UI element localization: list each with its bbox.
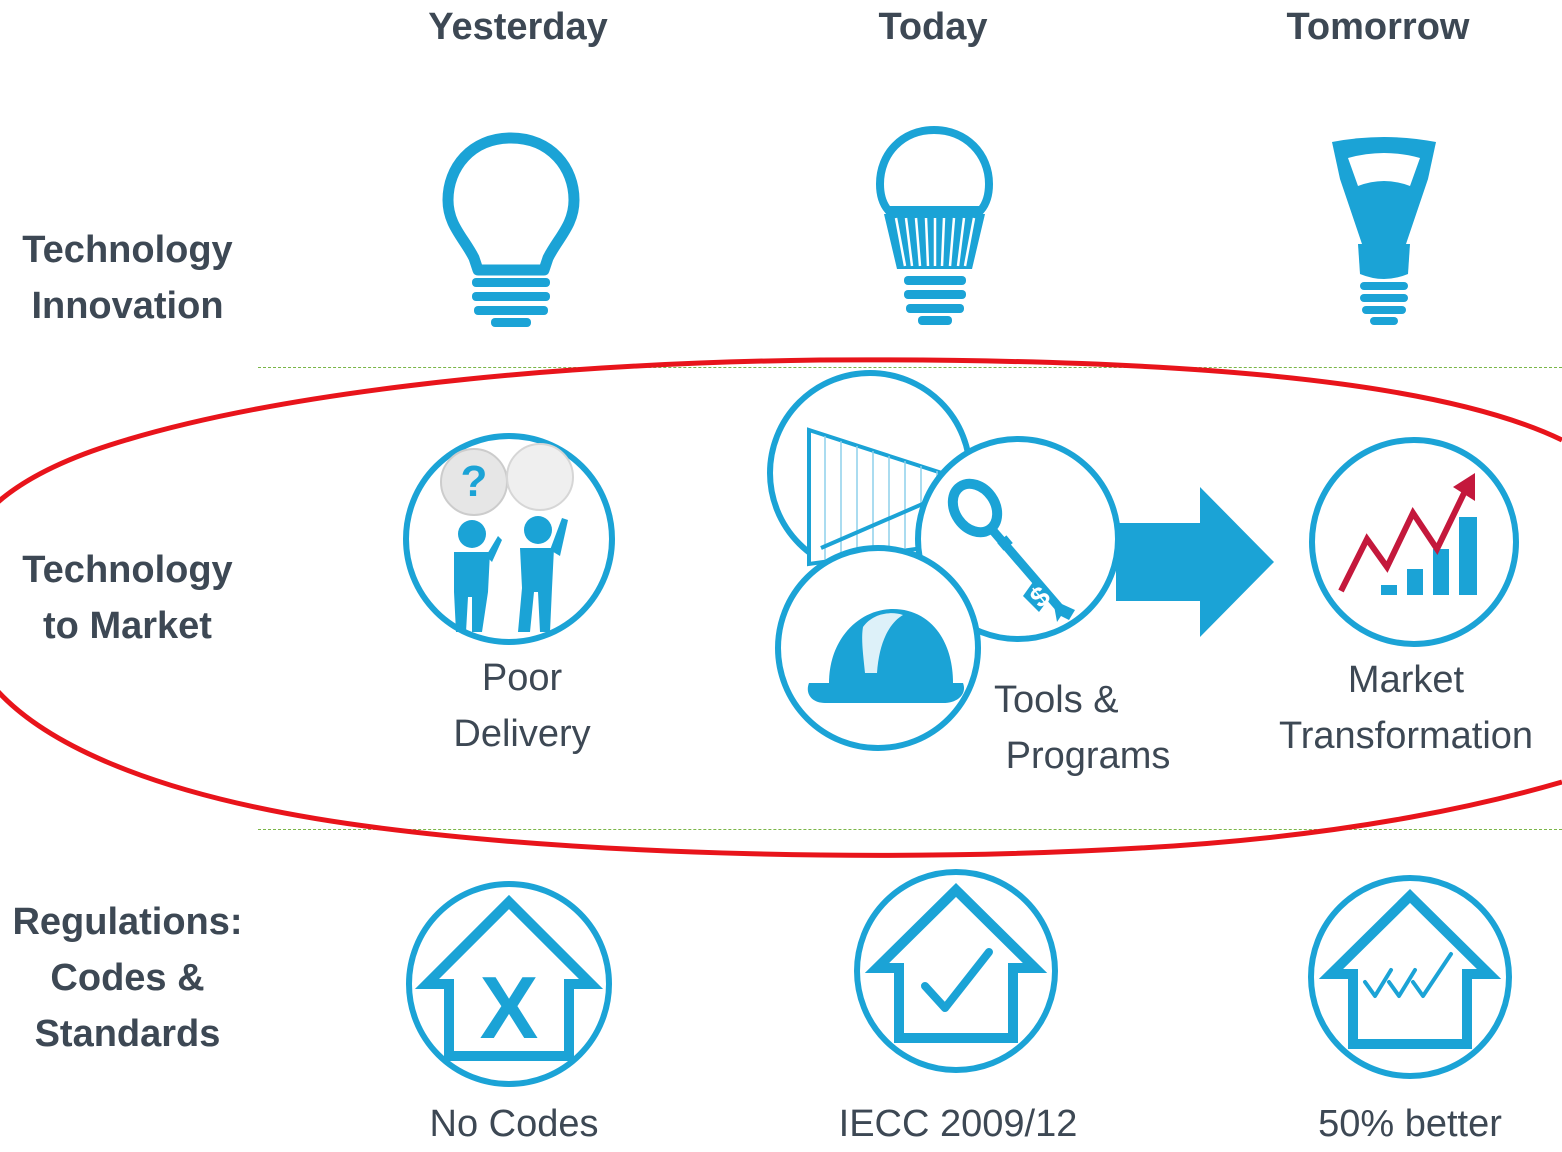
- row-divider: [258, 829, 1562, 830]
- caption-line: Programs: [1005, 735, 1171, 777]
- row-header-line: Technology: [22, 229, 233, 271]
- column-header-yesterday: Yesterday: [428, 6, 608, 48]
- rising-graph-icon: [1307, 435, 1521, 649]
- row-header-line: to Market: [43, 605, 212, 647]
- row-header-line: Innovation: [31, 285, 224, 327]
- caption-no-codes: No Codes: [429, 1103, 599, 1145]
- row-header-regulations: Regulations: Codes & Standards: [0, 894, 255, 1062]
- outline-lightbulb-icon: [436, 130, 586, 330]
- house-x-icon: X: [405, 880, 613, 1088]
- svg-text:X: X: [480, 958, 539, 1057]
- hard-hat-icon: [773, 543, 983, 753]
- row-header-line: Technology: [22, 549, 233, 591]
- right-arrow-icon: [1116, 487, 1276, 637]
- house-triple-check-icon: [1307, 874, 1513, 1080]
- caption-market-transformation: Market Transformation: [1250, 652, 1562, 764]
- caption-iecc: IECC 2009/12: [838, 1103, 1078, 1145]
- caption-line: Delivery: [453, 713, 591, 755]
- house-check-icon: [853, 868, 1059, 1074]
- row-header-line: Standards: [34, 1013, 221, 1055]
- svg-text:?: ?: [461, 457, 488, 506]
- row-header-line: Regulations:: [12, 901, 243, 943]
- row-header-technology-innovation: Technology Innovation: [0, 222, 255, 334]
- confused-people-icon: ?: [402, 432, 616, 646]
- caption-fifty-percent-better: 50% better: [1318, 1103, 1502, 1145]
- row-divider: [258, 367, 1562, 368]
- future-bulb-icon: [1324, 134, 1444, 329]
- row-header-line: Codes &: [50, 957, 205, 999]
- caption-line: Market: [1347, 659, 1465, 701]
- column-header-today: Today: [878, 6, 988, 48]
- caption-line: Poor: [481, 657, 563, 699]
- row-header-technology-to-market: Technology to Market: [0, 542, 255, 654]
- caption-line: Transformation: [1278, 715, 1534, 757]
- column-header-tomorrow: Tomorrow: [1286, 6, 1470, 48]
- led-bulb-icon: [872, 124, 997, 329]
- caption-poor-delivery: Poor Delivery: [412, 650, 632, 762]
- caption-line: Tools &: [994, 679, 1119, 721]
- caption-tools-programs: Tools & Programs: [978, 672, 1198, 784]
